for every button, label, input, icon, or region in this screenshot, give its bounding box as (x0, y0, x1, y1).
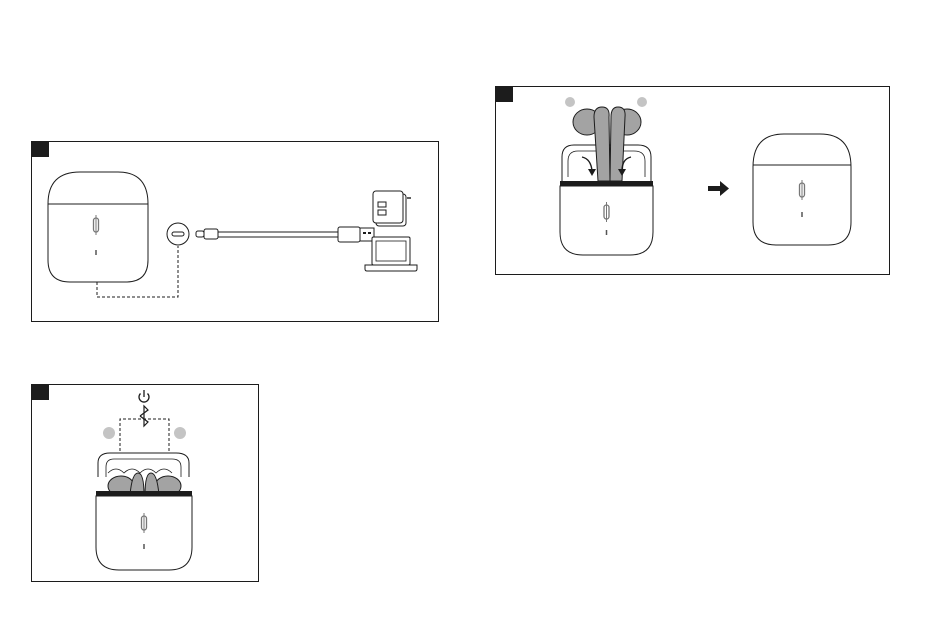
charging-case-body (560, 181, 653, 255)
pairing-panel (31, 384, 259, 582)
pairing-illustration (32, 385, 260, 583)
power-icon (139, 390, 149, 402)
charging-illustration (32, 142, 440, 323)
indicator-dot-left (103, 427, 115, 439)
wall-charger-icon (373, 191, 411, 226)
charging-panel (31, 141, 439, 322)
closed-charging-case (753, 134, 851, 245)
store-panel (495, 86, 890, 275)
closed-charging-case (48, 172, 148, 282)
usb-a-plug (338, 227, 374, 242)
bluetooth-icon (140, 406, 148, 426)
charging-case-body (96, 491, 192, 570)
usb-c-port-icon (167, 223, 189, 245)
laptop-icon (365, 237, 417, 271)
usb-c-plug (196, 229, 218, 239)
indicator-dot-right (637, 97, 647, 107)
indicator-dot-left (565, 97, 575, 107)
case-lid-open (98, 453, 189, 477)
arrow-right-icon (708, 181, 729, 196)
indicator-dot-right (174, 427, 186, 439)
store-illustration (496, 87, 891, 276)
